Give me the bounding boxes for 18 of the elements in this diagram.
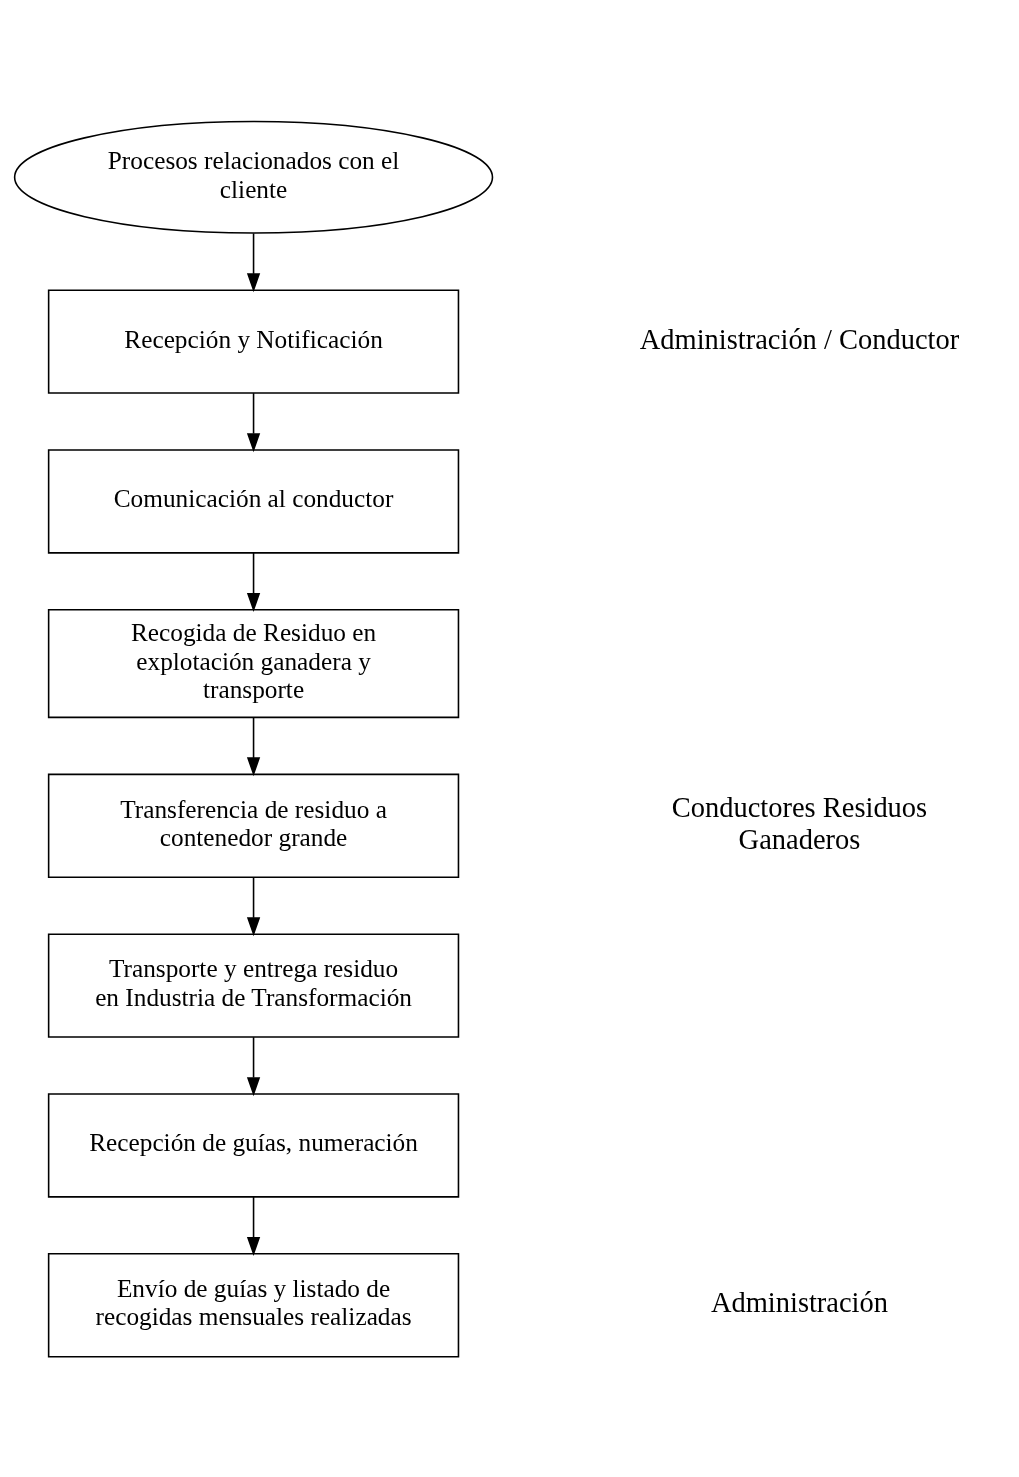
arrow xyxy=(246,551,261,612)
node-box: Transporte y entrega residuo en Industria de Transformación xyxy=(47,932,460,1038)
arrow xyxy=(246,1035,261,1096)
arrow xyxy=(246,232,261,292)
arrow xyxy=(246,876,261,936)
node-box: Envío de guías y listado de recogidas mensuales realizadas xyxy=(47,1252,460,1357)
node-ellipse: Procesos relacionados con el cliente xyxy=(13,120,494,234)
node-box: Recepción y Notificación xyxy=(47,288,460,394)
node-box: Comunicación al conductor xyxy=(47,448,460,554)
label: Conductores Residuos Ganaderos xyxy=(671,791,928,855)
arrow xyxy=(246,391,261,452)
label: Administración xyxy=(710,1286,889,1318)
node-box: Recogida de Residuo en explotación ganadera y transporte xyxy=(47,608,460,718)
label: Administración / Conductor xyxy=(639,323,960,355)
node-box: Transferencia de residuo a contenedor grande xyxy=(47,773,460,878)
node-box: Recepción de guías, numeración xyxy=(47,1092,460,1198)
arrow xyxy=(246,716,261,776)
arrow xyxy=(246,1195,261,1256)
